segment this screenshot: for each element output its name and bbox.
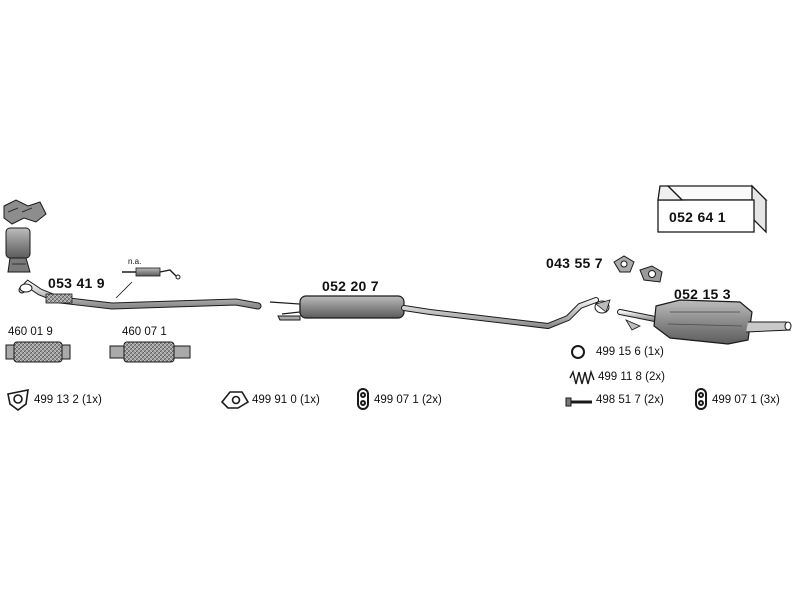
front-pipe [18,279,262,310]
bolt-icon [565,397,592,407]
hardware-code: 499 07 1 [712,394,757,406]
rear-silencer-code: 052 15 3 [674,286,731,302]
flex-pipe-1-code: 460 01 9 [8,326,53,338]
kit-box-code: 052 64 1 [669,209,726,225]
ring-icon [571,345,585,359]
flex-pipe-460-01-9 [5,341,71,363]
front-pipe-code: 053 41 9 [48,275,105,291]
kit-box [657,184,768,234]
catalytic-converter-manifold [3,199,47,273]
hardware-item: 499 91 0 (1x) [252,394,320,407]
gasket-icon [7,388,29,411]
clamp-code: 043 55 7 [546,255,603,271]
hardware-item: 499 15 6 (1x) [596,346,664,359]
hardware-item: 498 51 7 (2x) [596,394,664,407]
clamp-043-55-7 [613,255,663,283]
hardware-qty: (2x) [421,394,442,406]
spring-icon [569,369,595,385]
hardware-qty: (1x) [643,346,664,358]
hardware-code: 499 13 2 [34,394,79,406]
hardware-code: 499 91 0 [252,394,297,406]
hardware-item: 499 07 1 (2x) [374,394,442,407]
hardware-item: 499 07 1 (3x) [712,394,780,407]
hardware-code: 499 11 8 [598,371,642,383]
not-available-note: n.a. [128,257,142,266]
hardware-item: 499 11 8 (2x) [598,371,665,384]
hardware-qty: (1x) [299,394,320,406]
hardware-qty: (2x) [643,394,664,406]
hardware-code: 499 15 6 [596,346,641,358]
rubber-hanger-icon [695,388,707,410]
rubber-hanger-icon [357,388,369,410]
hardware-item: 499 13 2 (1x) [34,394,102,407]
flange-gasket-icon [220,391,250,409]
middle-silencer-code: 052 20 7 [322,278,379,294]
sensor-part [122,267,181,280]
flex-pipe-460-07-1 [109,341,191,363]
rear-silencer [617,299,792,345]
hardware-qty: (1x) [81,394,102,406]
hardware-code: 498 51 7 [596,394,641,406]
middle-silencer [269,295,611,330]
flex-pipe-2-code: 460 07 1 [122,326,167,338]
hardware-qty: (3x) [759,394,780,406]
hardware-code: 499 07 1 [374,394,419,406]
hardware-qty: (2x) [645,371,665,383]
